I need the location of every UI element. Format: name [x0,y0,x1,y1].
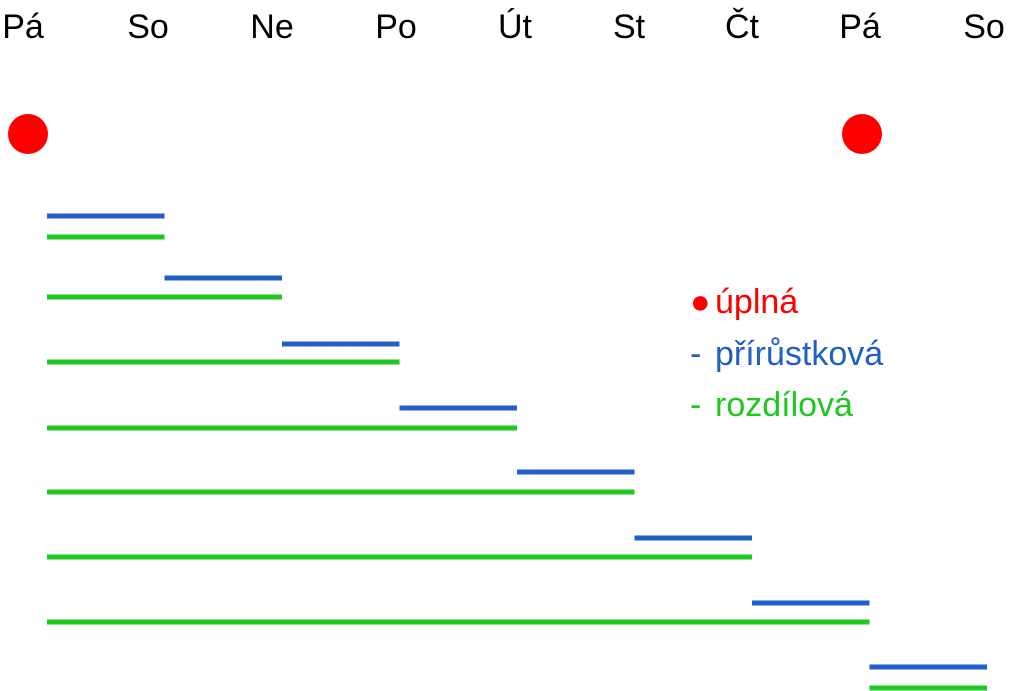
backup-spans [47,213,987,691]
day-label: Pá [839,8,881,46]
legend-full: ● úplná [690,283,798,321]
full-backup-dot [8,114,48,154]
legend: ● úplná - přírůstková - rozdílová [690,283,883,424]
legend-full-label: úplná [715,283,798,321]
day-label: Po [375,8,417,46]
legend-incremental: - přírůstková [690,335,883,373]
day-label: St [613,8,646,46]
legend-differential: - rozdílová [690,386,853,424]
day-label: Čt [725,8,760,46]
legend-differential-label: rozdílová [715,386,853,424]
day-label: Pá [2,8,44,46]
day-label: So [963,8,1005,46]
legend-incremental-label: přírůstková [715,335,883,373]
legend-full-marker: ● [690,283,711,321]
full-backup-dot [842,114,882,154]
day-label: Ne [250,8,293,46]
day-label: Út [498,8,533,46]
legend-incremental-marker: - [690,335,701,373]
legend-differential-marker: - [690,386,701,424]
day-axis: Pá So Ne Po Út St Čt Pá So [2,8,1005,46]
full-backup-markers [8,114,882,154]
day-label: So [127,8,169,46]
